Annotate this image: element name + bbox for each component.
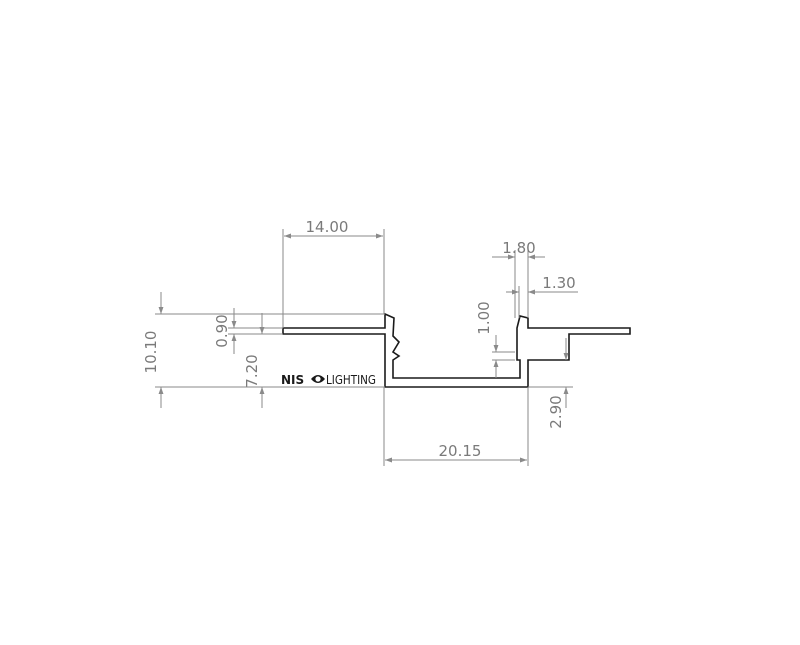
dim-label-0-90: 0.90 [213, 314, 231, 347]
dim-label-1-00: 1.00 [475, 301, 493, 334]
dim-label-1-30: 1.30 [542, 274, 575, 292]
brand-logo: NIS LIGHTING [281, 373, 376, 387]
dimension-1-80: 1.80 [492, 239, 545, 318]
dim-label-2-90: 2.90 [547, 395, 565, 428]
dimension-2-90: 2.90 [528, 338, 573, 429]
dimension-7-20: 7.20 [243, 313, 265, 408]
profile-outline [282, 312, 631, 388]
dim-label-14-00: 14.00 [306, 218, 349, 236]
dimension-14-00: 14.00 [282, 218, 385, 328]
dimension-20-15: 20.15 [383, 387, 529, 466]
brand-prefix: NIS [281, 373, 304, 387]
dimension-1-30: 1.30 [506, 274, 578, 318]
dimension-10-10: 10.10 [142, 292, 385, 408]
dim-label-1-80: 1.80 [502, 239, 535, 257]
eye-icon [311, 375, 325, 383]
dim-label-20-15: 20.15 [439, 442, 482, 460]
dimension-0-90: 0.90 [213, 308, 283, 354]
dimension-1-00: 1.00 [475, 301, 515, 378]
dim-label-7-20: 7.20 [243, 354, 261, 387]
brand-suffix: LIGHTING [326, 373, 376, 387]
dim-label-10-10: 10.10 [142, 331, 160, 374]
